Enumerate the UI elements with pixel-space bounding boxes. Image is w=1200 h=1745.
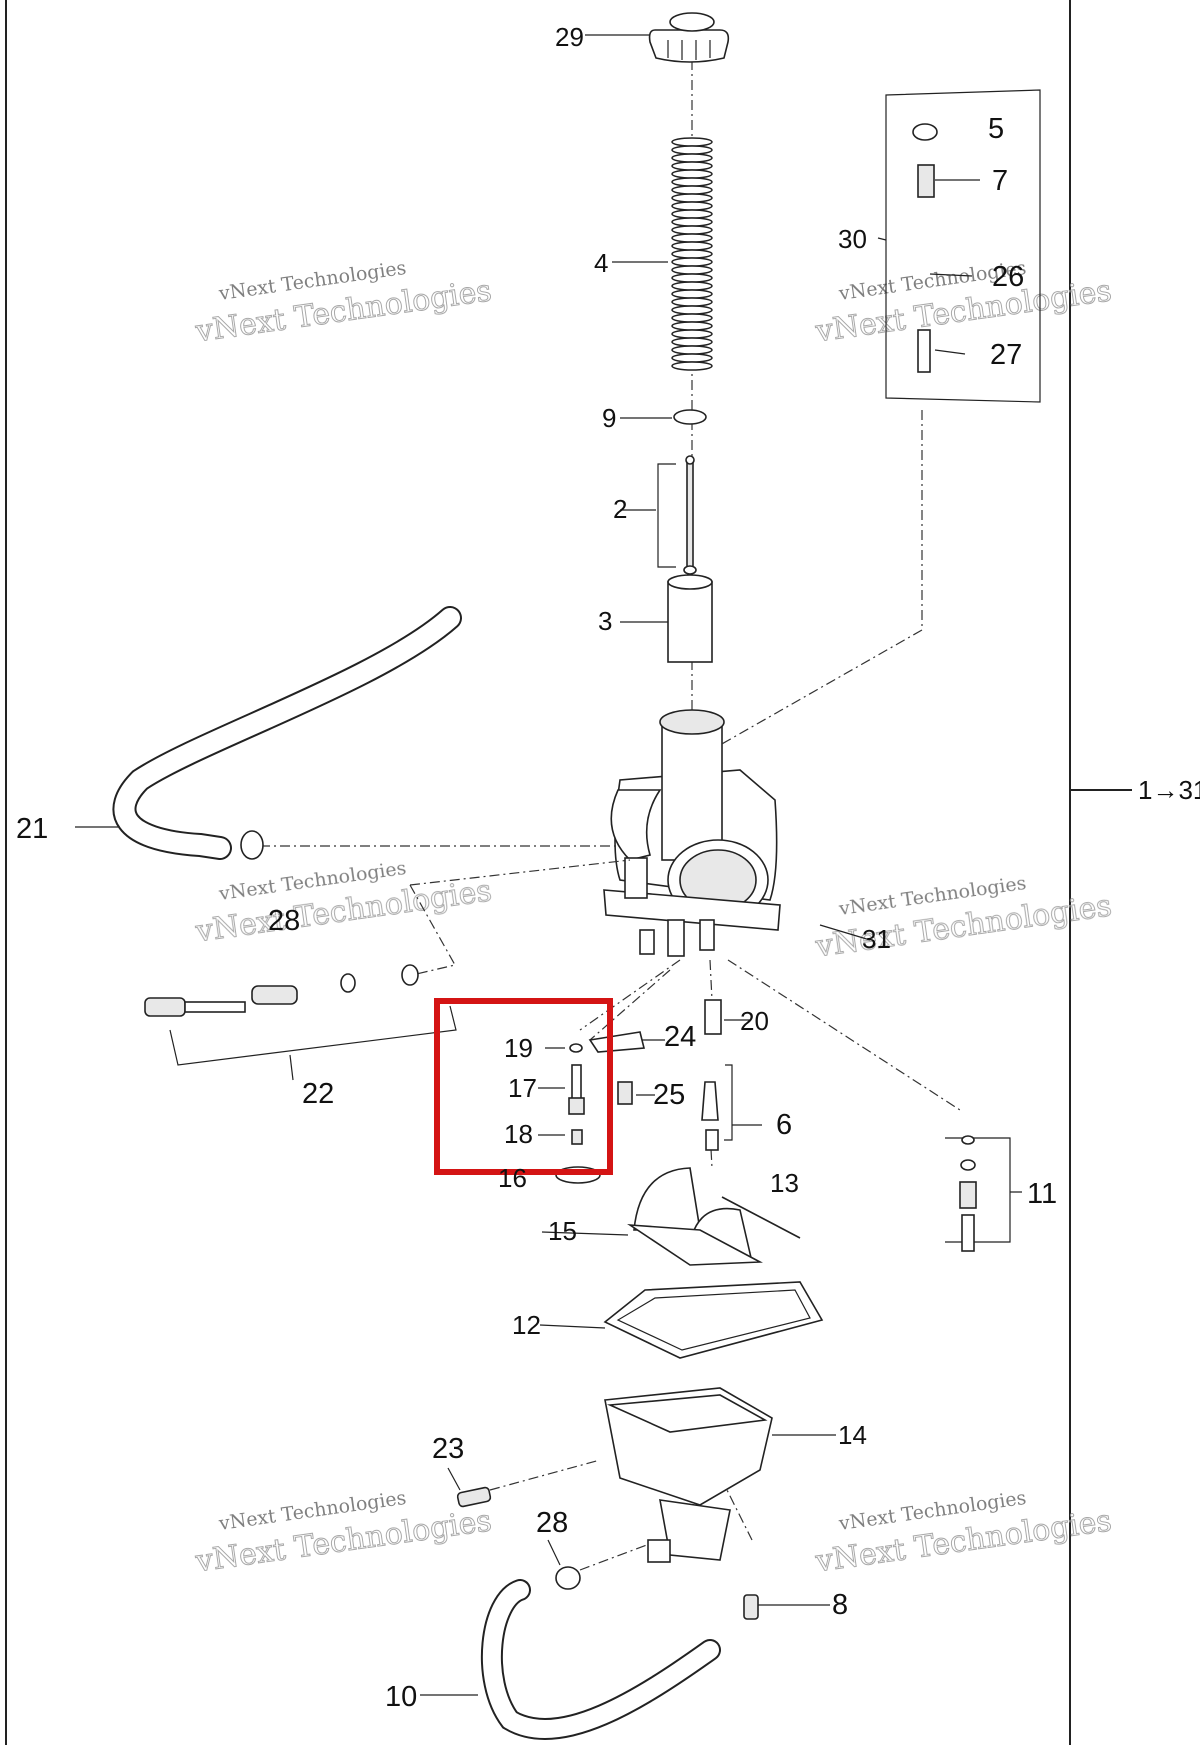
spring-coil [671, 257, 713, 267]
part-label-14: 14 [838, 1420, 867, 1450]
spring-coil [671, 281, 713, 291]
part-label-21: 21 [16, 813, 48, 845]
float-pin-part [721, 1196, 801, 1239]
needle-bracket [657, 463, 676, 568]
spring-coil [671, 169, 713, 179]
clip-part [673, 409, 707, 425]
part-label-29: 29 [555, 22, 584, 52]
float-bowl-part [604, 1387, 773, 1563]
part-label-7: 7 [992, 165, 1008, 197]
part-label-3: 3 [598, 606, 612, 636]
assembly-range-label: 1→31 [1138, 775, 1200, 805]
bowl-screw-part [743, 1594, 759, 1620]
spring-coil [671, 137, 713, 147]
spring-coil [671, 297, 713, 307]
part-label-31: 31 [862, 924, 891, 954]
spring-coil [671, 233, 713, 243]
part-label-10: 10 [385, 1681, 417, 1713]
spring-coil [671, 345, 713, 355]
cap-part [648, 12, 730, 63]
needle-part [683, 455, 697, 575]
hose-clamp-part [240, 830, 264, 860]
float-needle-part [701, 1081, 719, 1151]
part-label-13: 13 [770, 1168, 799, 1198]
spring-coil [671, 289, 713, 299]
spring-coil [671, 201, 713, 211]
spring-coil [671, 313, 713, 323]
spring-coil [671, 337, 713, 347]
spring-coil [671, 225, 713, 235]
part-label-19: 19 [504, 1033, 533, 1063]
part-label-25: 25 [653, 1079, 685, 1111]
part-label-20: 20 [740, 1006, 769, 1036]
spring-coil [671, 177, 713, 187]
leader-lines [75, 34, 1022, 1696]
part-label-9: 9 [602, 403, 616, 433]
kit-box [877, 89, 1041, 403]
spring-coil [671, 273, 713, 283]
part-label-4: 4 [594, 248, 608, 278]
pilot-screw-assembly [144, 964, 419, 1017]
part-label-2: 2 [613, 494, 627, 524]
spring-coil [671, 305, 713, 315]
spring-coil [671, 361, 713, 371]
part-label-17: 17 [508, 1073, 537, 1103]
part-label-24: 24 [664, 1021, 696, 1053]
spring-coil [671, 329, 713, 339]
spring-coil [671, 209, 713, 219]
part-label-23: 23 [432, 1433, 464, 1465]
part-label-8: 8 [832, 1589, 848, 1621]
part-label-11: 11 [1027, 1178, 1057, 1210]
spring-coil [671, 321, 713, 331]
part-label-22: 22 [302, 1078, 334, 1110]
spring-coil [671, 241, 713, 251]
spring-part [671, 137, 713, 371]
spring-coil [671, 153, 713, 163]
spring-coil [671, 185, 713, 195]
slide-part [667, 574, 713, 663]
part-label-5: 5 [988, 113, 1004, 145]
air-screw-set [959, 1135, 977, 1252]
spring-coil [671, 353, 713, 363]
diagram-frame [5, 0, 1132, 1745]
part-label-18: 18 [504, 1119, 533, 1149]
carburetor-body [603, 709, 781, 957]
part-label-28-upper: 28 [268, 905, 300, 937]
part-label-16: 16 [498, 1163, 527, 1193]
spring-coil [671, 265, 713, 275]
drain-screw-part [456, 1486, 492, 1508]
highlight-box [434, 998, 613, 1175]
overflow-hose-clamp [555, 1566, 581, 1590]
spring-coil [671, 193, 713, 203]
part-label-26: 26 [992, 261, 1024, 293]
part-label-30: 30 [838, 224, 867, 254]
part-label-15: 15 [548, 1216, 577, 1246]
spring-coil [671, 249, 713, 259]
float-part [627, 1167, 763, 1266]
part-label-12: 12 [512, 1310, 541, 1340]
part-label-28: 28 [536, 1507, 568, 1539]
gasket-part [603, 1281, 824, 1359]
spring-coil [671, 217, 713, 227]
part-label-6: 6 [776, 1109, 792, 1141]
part-label-27: 27 [990, 339, 1022, 371]
spring-coil [671, 145, 713, 155]
spring-coil [671, 161, 713, 171]
part-labels: 29 4 9 2 3 21 28 22 19 17 18 16 24 20 25… [16, 22, 1057, 1713]
